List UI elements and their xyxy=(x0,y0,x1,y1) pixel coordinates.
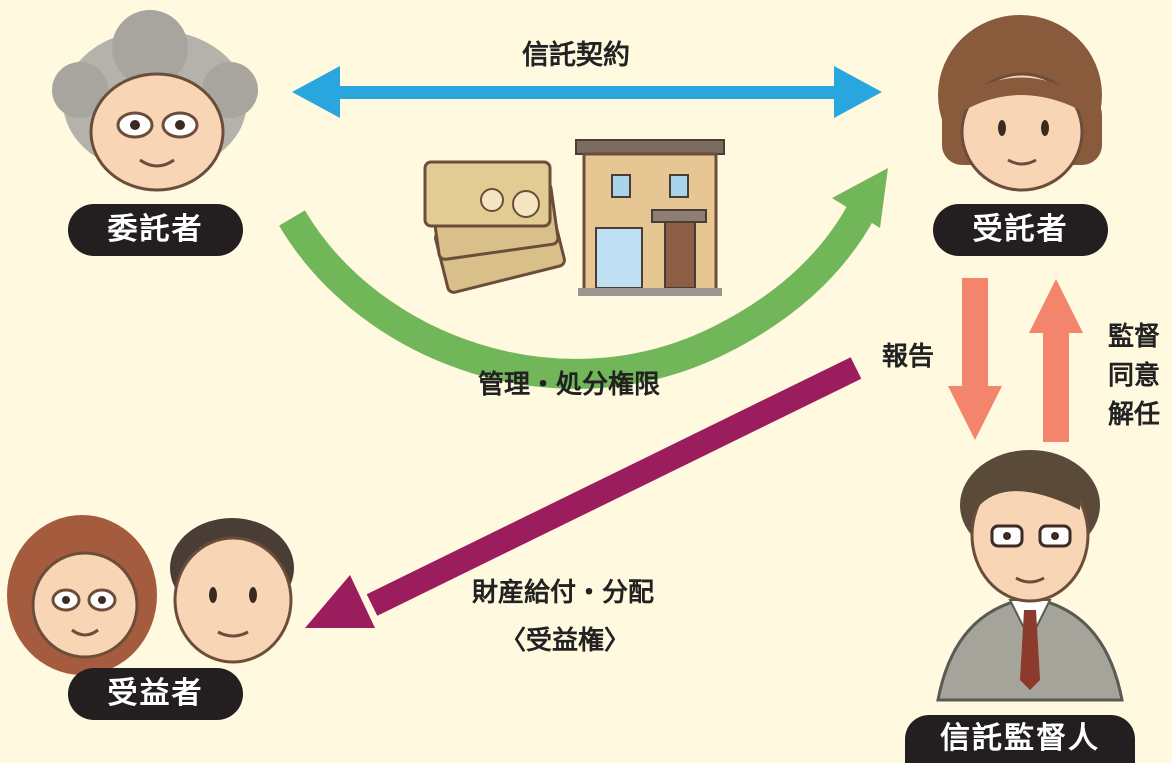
report-arrow xyxy=(948,278,1002,440)
beneficiary-pill: 受益者 xyxy=(68,668,243,720)
report-label: 報告 xyxy=(882,342,935,372)
supervision-arrow xyxy=(1029,279,1083,442)
trustee-illustration xyxy=(938,15,1102,192)
beneficial-right-label: 〈受益権〉 xyxy=(500,626,631,656)
supervision-label: 監督 xyxy=(1108,322,1161,352)
supervisor-pill: 信託監督人 xyxy=(905,715,1135,763)
dismissal-label: 解任 xyxy=(1108,400,1161,430)
beneficiaries-illustration xyxy=(7,515,294,675)
property-benefit-label: 財産給付・分配 xyxy=(472,578,655,608)
trust-contract-arrow xyxy=(292,66,882,118)
management-authority-arrow xyxy=(279,168,888,389)
house-illustration xyxy=(575,139,725,296)
banknotes-illustration xyxy=(423,160,566,294)
management-authority-label: 管理・処分権限 xyxy=(478,370,661,400)
trustee-pill: 受託者 xyxy=(933,204,1108,256)
settlor-illustration xyxy=(52,10,258,192)
consent-label: 同意 xyxy=(1108,361,1161,391)
trust-contract-label: 信託契約 xyxy=(522,40,630,71)
benefit-arrow xyxy=(305,357,862,628)
settlor-pill: 委託者 xyxy=(68,204,243,256)
supervisor-illustration xyxy=(936,450,1124,702)
